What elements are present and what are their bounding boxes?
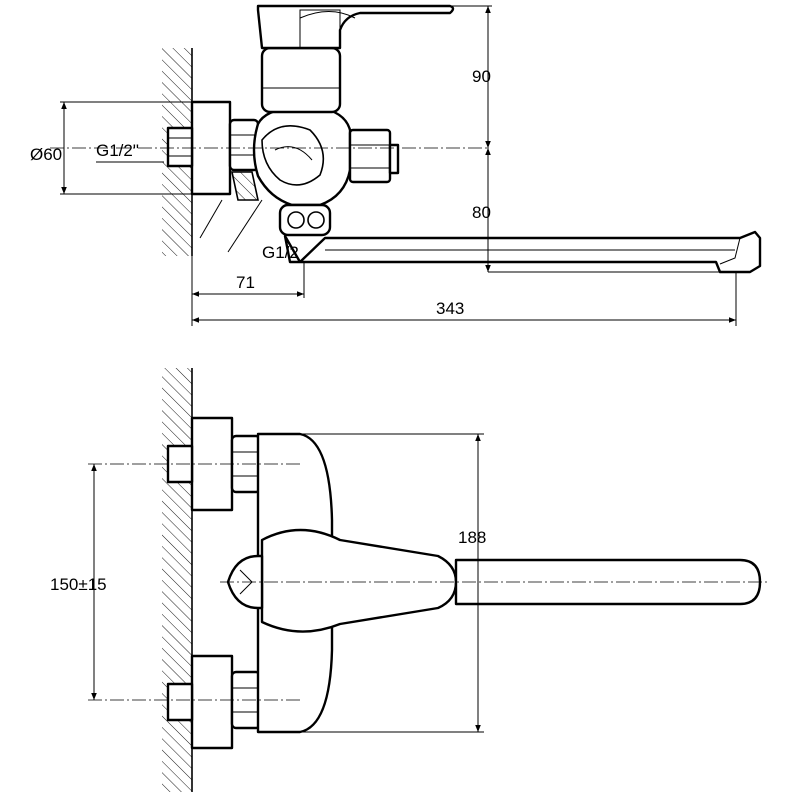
label-height-bottom: 80 (472, 203, 491, 222)
mixer-body (252, 106, 352, 207)
dim-horizontal: 71 343 (191, 256, 737, 326)
diverter-nut (348, 128, 400, 184)
dim-center-distance: 150±15 (50, 464, 107, 700)
side-view: Ø60 G1/2" G1/2 90 80 7 (30, 4, 762, 326)
cartridge-column (260, 46, 342, 114)
inlet-fitting (231, 171, 259, 201)
label-handle-reach: 188 (458, 528, 486, 547)
lever-top (226, 528, 458, 633)
lever-handle (256, 4, 455, 50)
label-offset: 71 (236, 273, 255, 292)
label-center-distance: 150±15 (50, 575, 107, 594)
spout-collar (278, 203, 332, 237)
label-thread-bottom: G1/2 (262, 243, 299, 262)
label-diameter: Ø60 (30, 145, 62, 164)
inlet-lower (166, 654, 262, 750)
dim-thread-bottom: G1/2 (199, 199, 299, 262)
label-thread-top: G1/2" (96, 141, 139, 160)
wall-top (162, 368, 193, 792)
spout-side (283, 230, 762, 274)
dim-handle-reach: 188 (300, 433, 486, 733)
label-spout-length: 343 (436, 299, 464, 318)
dim-thread-top: G1/2" (96, 141, 164, 163)
dim-diameter: Ø60 (30, 102, 67, 194)
top-view: 150±15 188 (50, 368, 770, 792)
label-height-top: 90 (472, 67, 491, 86)
dim-heights: 90 80 (340, 5, 720, 273)
